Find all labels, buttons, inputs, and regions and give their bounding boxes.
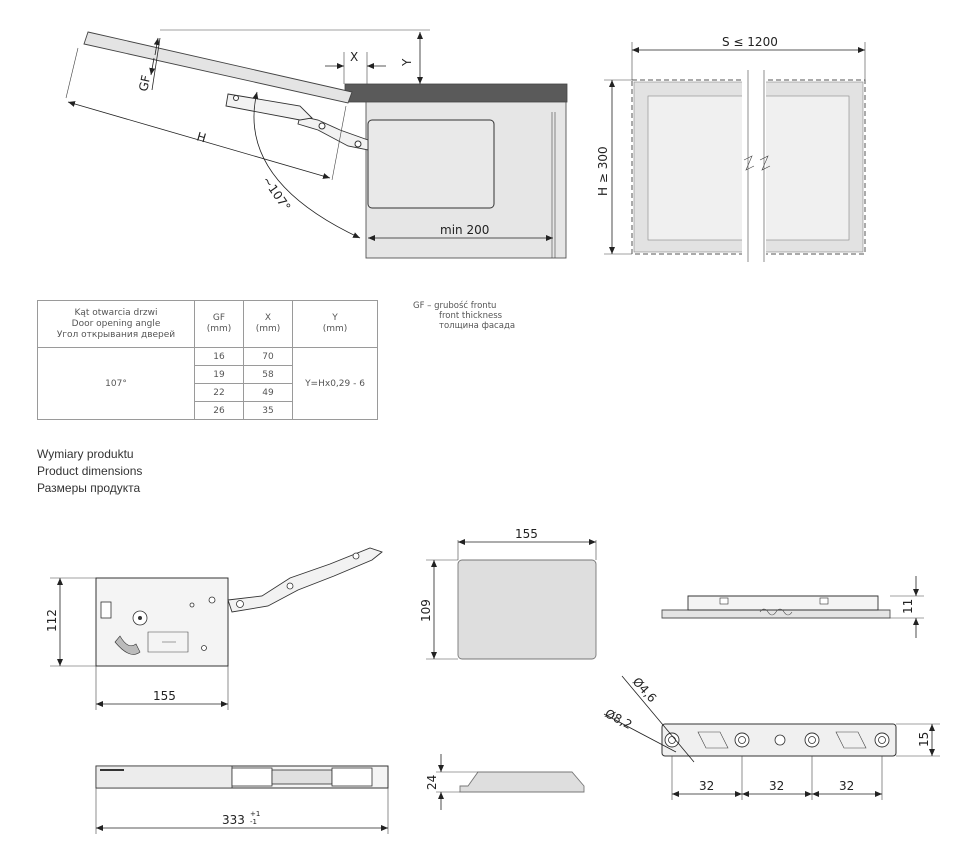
cover-plate xyxy=(457,559,597,660)
cover-front-view: 155 109 xyxy=(419,527,597,660)
gf-dimension-line xyxy=(151,37,161,91)
installation-view: GF H ~107° X Y min 200 xyxy=(65,29,568,259)
table-row: 26 35 xyxy=(38,401,378,420)
door-panel xyxy=(83,31,353,104)
cover-height-label: 109 xyxy=(419,599,433,622)
gf-cell: 16 xyxy=(194,347,244,366)
gf-cell: 26 xyxy=(194,401,244,420)
plate-side-view: 11 xyxy=(661,576,924,638)
product-dimensions-heading: Wymiary produktu Product dimensions Разм… xyxy=(37,447,143,495)
h-label: H xyxy=(195,129,208,145)
side-height-label: 112 xyxy=(45,609,59,632)
header-y: Y (mm) xyxy=(292,300,378,348)
x-cell: 70 xyxy=(243,347,293,366)
plate-height-label: 11 xyxy=(901,599,915,614)
cabinet-top-panel xyxy=(344,83,568,103)
side-view: 112 155 xyxy=(45,547,383,710)
h-min-label: H ≥ 300 xyxy=(596,146,610,196)
tolerance-plus: +1 xyxy=(250,810,260,818)
tolerance-minus: -1 xyxy=(250,818,257,826)
table-row: 107° 16 70 Y=Hx0,29 - 6 xyxy=(37,347,378,420)
hole-small-label: Ø4,6 xyxy=(630,675,659,706)
spacing-label-2: 32 xyxy=(769,779,784,793)
spacing-label-3: 32 xyxy=(839,779,854,793)
side-lift-arm xyxy=(227,547,383,613)
spring-sector xyxy=(114,635,141,655)
y-formula: Y=Hx0,29 - 6 xyxy=(292,347,378,420)
cover-profile xyxy=(459,771,585,793)
front-view: S ≤ 1200 H ≥ 300 xyxy=(596,35,866,262)
gf-cell: 19 xyxy=(194,365,244,384)
y-label: Y xyxy=(400,58,414,67)
angle-value: 107° xyxy=(37,347,195,420)
table-row: 22 49 xyxy=(38,383,378,402)
gf-legend: GF – grubość frontu front thickness толщ… xyxy=(413,301,516,331)
header-x: X (mm) xyxy=(243,300,293,348)
x-cell: 35 xyxy=(243,401,293,420)
gf-cell: 22 xyxy=(194,383,244,402)
plate-side-profile xyxy=(661,609,891,619)
mechanism-housing xyxy=(367,119,495,209)
opening-angle-arc xyxy=(252,91,361,239)
plate-top-view: Ø4,6 Ø8,2 15 32 32 32 xyxy=(603,675,940,800)
top-view: 333 +1 -1 xyxy=(95,765,389,834)
side-width-label: 155 xyxy=(153,689,176,703)
spec-table: Kąt otwarcia drzwi Door opening angle Уг… xyxy=(37,300,378,420)
spacing-label-1: 32 xyxy=(699,779,714,793)
hole-large-label: Ø8,2 xyxy=(603,706,635,732)
x-cell: 58 xyxy=(243,365,293,384)
cover-depth-label: 24 xyxy=(425,775,439,790)
cover-side-view: 24 xyxy=(425,754,585,810)
x-cell: 49 xyxy=(243,383,293,402)
gf-label: GF xyxy=(136,74,153,93)
header-angle: Kąt otwarcia drzwi Door opening angle Уг… xyxy=(37,300,195,348)
mechanism-side-plate xyxy=(95,577,229,667)
total-length-label: 333 xyxy=(222,813,245,827)
angle-label: ~107° xyxy=(260,174,294,214)
cover-width-label: 155 xyxy=(515,527,538,541)
min-depth-label: min 200 xyxy=(440,223,489,237)
x-label: X xyxy=(350,50,358,64)
hole-leader-large xyxy=(603,713,677,753)
s-label: S ≤ 1200 xyxy=(722,35,778,49)
header-gf: GF (mm) xyxy=(194,300,244,348)
hole-leader-small xyxy=(621,675,695,763)
plate-width-label: 15 xyxy=(917,732,931,747)
